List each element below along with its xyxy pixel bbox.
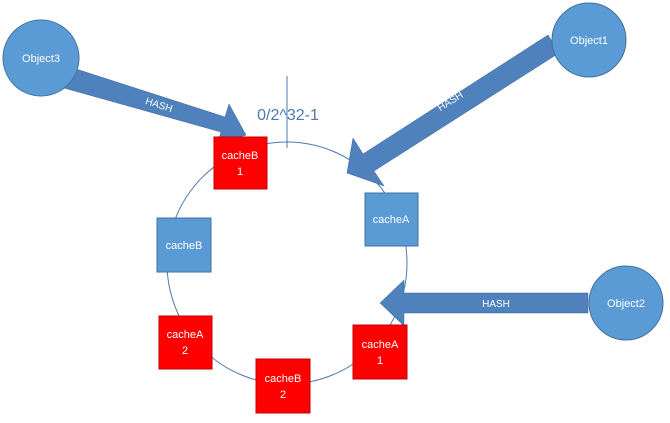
object3-circle [2, 19, 80, 97]
object3-node: Object3 [2, 19, 80, 97]
cache-index: 2 [280, 389, 286, 401]
arrow-object3-shape [63, 67, 247, 146]
arrow-object1-hash: HASH [346, 34, 560, 187]
arrow-object2-hash: HASH [379, 279, 589, 327]
cache-box [213, 136, 268, 190]
arrow-object2-shape [379, 279, 589, 327]
cache-label: cacheA [167, 329, 204, 341]
cache-label: cacheA [373, 214, 410, 226]
cache-box [364, 192, 419, 247]
object1-label: Object1 [570, 35, 608, 47]
cache-box [158, 315, 213, 370]
cache-node-cachea-2: cacheA 2 [158, 315, 213, 370]
object2-label: Object2 [607, 298, 645, 310]
cache-node-cacheb-2: cacheB 2 [255, 358, 311, 414]
cache-node-cachea: cacheA [364, 192, 419, 247]
object2-circle [588, 265, 664, 341]
object1-node: Object1 [551, 2, 627, 78]
cache-index: 1 [377, 355, 383, 367]
cache-box [352, 324, 408, 380]
cache-index: 1 [237, 166, 243, 178]
cache-box [156, 217, 212, 273]
cache-node-cacheb: cacheB [156, 217, 212, 273]
cache-node-cacheb-1: cacheB 1 [213, 136, 268, 190]
object2-node: Object2 [588, 265, 664, 341]
cache-index: 2 [182, 345, 188, 357]
cache-label: cacheA [362, 339, 399, 351]
object1-circle [551, 2, 627, 78]
arrow-object2-label: HASH [482, 299, 510, 310]
cache-label: cacheB [166, 240, 203, 252]
ring-origin-label: 0/2^32-1 [257, 107, 319, 124]
object3-label: Object3 [22, 53, 60, 65]
arrow-object3-hash: HASH [63, 67, 247, 146]
cache-label: cacheB [222, 150, 259, 162]
cache-node-cachea-1: cacheA 1 [352, 324, 408, 380]
cache-label: cacheB [265, 373, 302, 385]
arrow-object1-shape [346, 34, 560, 187]
cache-box [255, 358, 311, 414]
